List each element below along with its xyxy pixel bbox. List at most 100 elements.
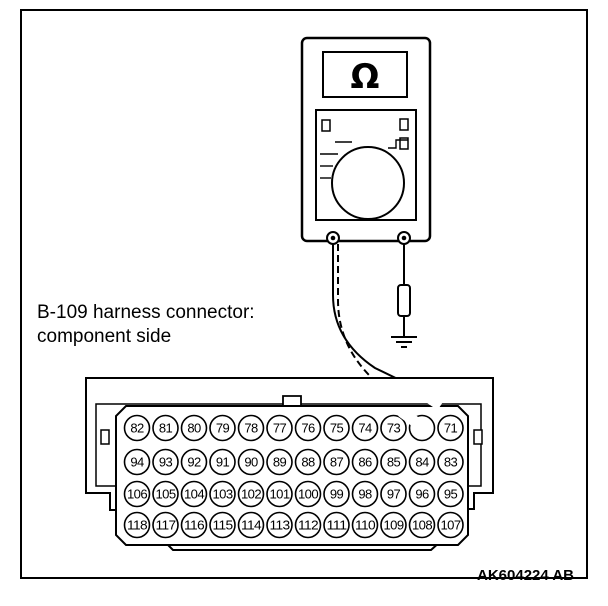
connector-pin-84: 84 [408, 448, 436, 476]
pin-number: 78 [244, 421, 258, 436]
pin-number: 117 [156, 518, 176, 533]
connector-label-line2: component side [37, 326, 171, 347]
connector-pin-93: 93 [152, 448, 179, 476]
connector-pin-112: 112 [294, 511, 322, 539]
connector-pin-106: 106 [123, 480, 151, 508]
pin-number: 76 [301, 421, 315, 436]
ohmmeter: Ω [300, 36, 432, 245]
meter-button-right-mid [399, 137, 409, 150]
pin-number: 118 [127, 518, 147, 533]
pin-number: 81 [159, 421, 173, 436]
pin-number: 104 [184, 487, 204, 502]
pin-number: 109 [384, 518, 404, 533]
ohm-symbol: Ω [351, 57, 380, 97]
connector-pin-88: 88 [294, 448, 322, 476]
connector-pin-73: 73 [380, 414, 407, 442]
probe-dashed-front [397, 407, 431, 435]
connector-pin-102: 102 [237, 480, 265, 508]
dashed-test-lead [337, 244, 403, 409]
pin-number: 101 [270, 487, 290, 502]
probe-solid-front [408, 382, 443, 409]
connector-pin-85: 85 [380, 448, 407, 476]
connector-pin-78: 78 [237, 414, 265, 442]
pin-number: 88 [301, 455, 315, 470]
connector-pin-116: 116 [180, 511, 208, 539]
connector-pin-114: 114 [237, 511, 265, 539]
pin-number: 102 [241, 487, 261, 502]
pin-number: 77 [273, 421, 287, 436]
connector-pin-107: 107 [437, 511, 464, 539]
connector-pin-81: 81 [152, 414, 179, 442]
pin-grid: 8281807978777675747372719493929190898887… [123, 414, 464, 539]
pin-number: 97 [387, 487, 401, 502]
pin-number: 91 [216, 455, 230, 470]
connector-pin-87: 87 [323, 448, 350, 476]
connector-pin-77: 77 [266, 414, 293, 442]
connector-pin-90: 90 [237, 448, 265, 476]
connector-pin-82: 82 [123, 414, 151, 442]
connector-pin-92: 92 [180, 448, 208, 476]
connector-pin-94: 94 [123, 448, 151, 476]
com-jack-inner [330, 235, 336, 241]
connector-pin-86: 86 [351, 448, 379, 476]
pin-number: 95 [444, 487, 458, 502]
connector-pin-100: 100 [294, 480, 322, 508]
pin-number: 105 [156, 487, 176, 502]
pin-number: 113 [270, 518, 290, 533]
connector-pin-118: 118 [123, 511, 151, 539]
pin-number: 89 [273, 455, 287, 470]
connector-pin-103: 103 [209, 480, 236, 508]
pin-number: 80 [187, 421, 201, 436]
ground-symbol-icon [391, 336, 417, 348]
connector-pin-95: 95 [437, 480, 464, 508]
connector-pin-111: 111 [323, 511, 350, 539]
pin-number: 93 [159, 455, 173, 470]
connector-side-key-left [100, 429, 110, 445]
pin-cavity-face [115, 405, 469, 546]
connector-pin-89: 89 [266, 448, 293, 476]
pin-number: 85 [387, 455, 401, 470]
connector-pin-80: 80 [180, 414, 208, 442]
pin-number: 71 [444, 421, 458, 436]
ohmmeter-display [322, 51, 408, 98]
pin-number: 92 [187, 455, 201, 470]
meter-button-right-top [399, 118, 409, 131]
ground-probe [397, 284, 411, 317]
connector-pin-96: 96 [408, 480, 436, 508]
pin-number: 99 [330, 487, 344, 502]
figure-code: AK604224 AB [477, 567, 574, 584]
pin-number: 112 [298, 518, 318, 533]
pin-number: 106 [127, 487, 147, 502]
pin-number: 111 [327, 518, 347, 533]
pin-number: 82 [130, 421, 144, 436]
meter-button-left [321, 119, 331, 132]
pin-number: 110 [355, 518, 375, 533]
connector-pin-97: 97 [380, 480, 407, 508]
connector-pin-74: 74 [351, 414, 379, 442]
connector-pin-117: 117 [152, 511, 179, 539]
pin-number: 116 [184, 518, 204, 533]
pin-number: 108 [412, 518, 432, 533]
pin-number: 86 [358, 455, 372, 470]
connector-pin-71: 71 [437, 414, 464, 442]
connector-pin-115: 115 [209, 511, 236, 539]
connector-label-line1: B-109 harness connector: [37, 302, 255, 323]
pin-number: 90 [244, 455, 258, 470]
connector-pin-101: 101 [266, 480, 293, 508]
ohmmeter-dial [331, 146, 405, 220]
pin-number: 75 [330, 421, 344, 436]
pin-number: 87 [330, 455, 344, 470]
connector-pin-104: 104 [180, 480, 208, 508]
pin-number: 73 [387, 421, 401, 436]
connector-side-key-right [473, 429, 483, 445]
pin-number: 114 [241, 518, 261, 533]
pin-number: 94 [130, 455, 144, 470]
connector-pin-105: 105 [152, 480, 179, 508]
connector-pin-83: 83 [437, 448, 464, 476]
connector-pin-79: 79 [209, 414, 236, 442]
connector-pin-109: 109 [380, 511, 407, 539]
figure-frame [20, 9, 588, 579]
pin-number: 107 [441, 518, 461, 533]
pin-number: 98 [358, 487, 372, 502]
